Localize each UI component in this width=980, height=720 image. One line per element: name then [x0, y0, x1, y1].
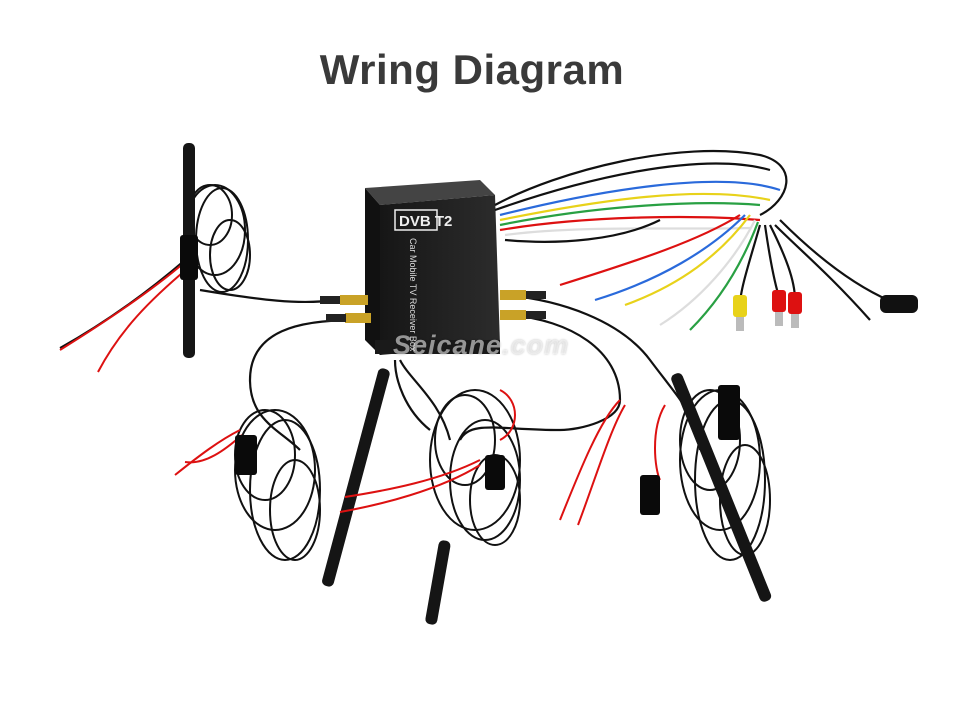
antenna-upper-left [59, 143, 251, 373]
coax-cables [199, 288, 702, 451]
rca-connectors [733, 290, 918, 331]
antenna-lower-center [339, 389, 521, 625]
antenna-lower-left [174, 368, 390, 587]
box-logo: DVB T2 [399, 213, 452, 230]
antenna-lower-right [559, 373, 772, 602]
sma-connectors [320, 290, 546, 323]
wiring-harness [494, 149, 901, 331]
watermark: Seicane.com [393, 330, 570, 360]
box-label: Car Mobile TV Receiver Box [408, 238, 418, 352]
page-title: Wring Diagram [319, 46, 625, 93]
receiver-box: DVB T2 Car Mobile TV Receiver Box [365, 180, 500, 355]
product-photo: DVB T2 Car Mobile TV Receiver Box [59, 143, 918, 625]
